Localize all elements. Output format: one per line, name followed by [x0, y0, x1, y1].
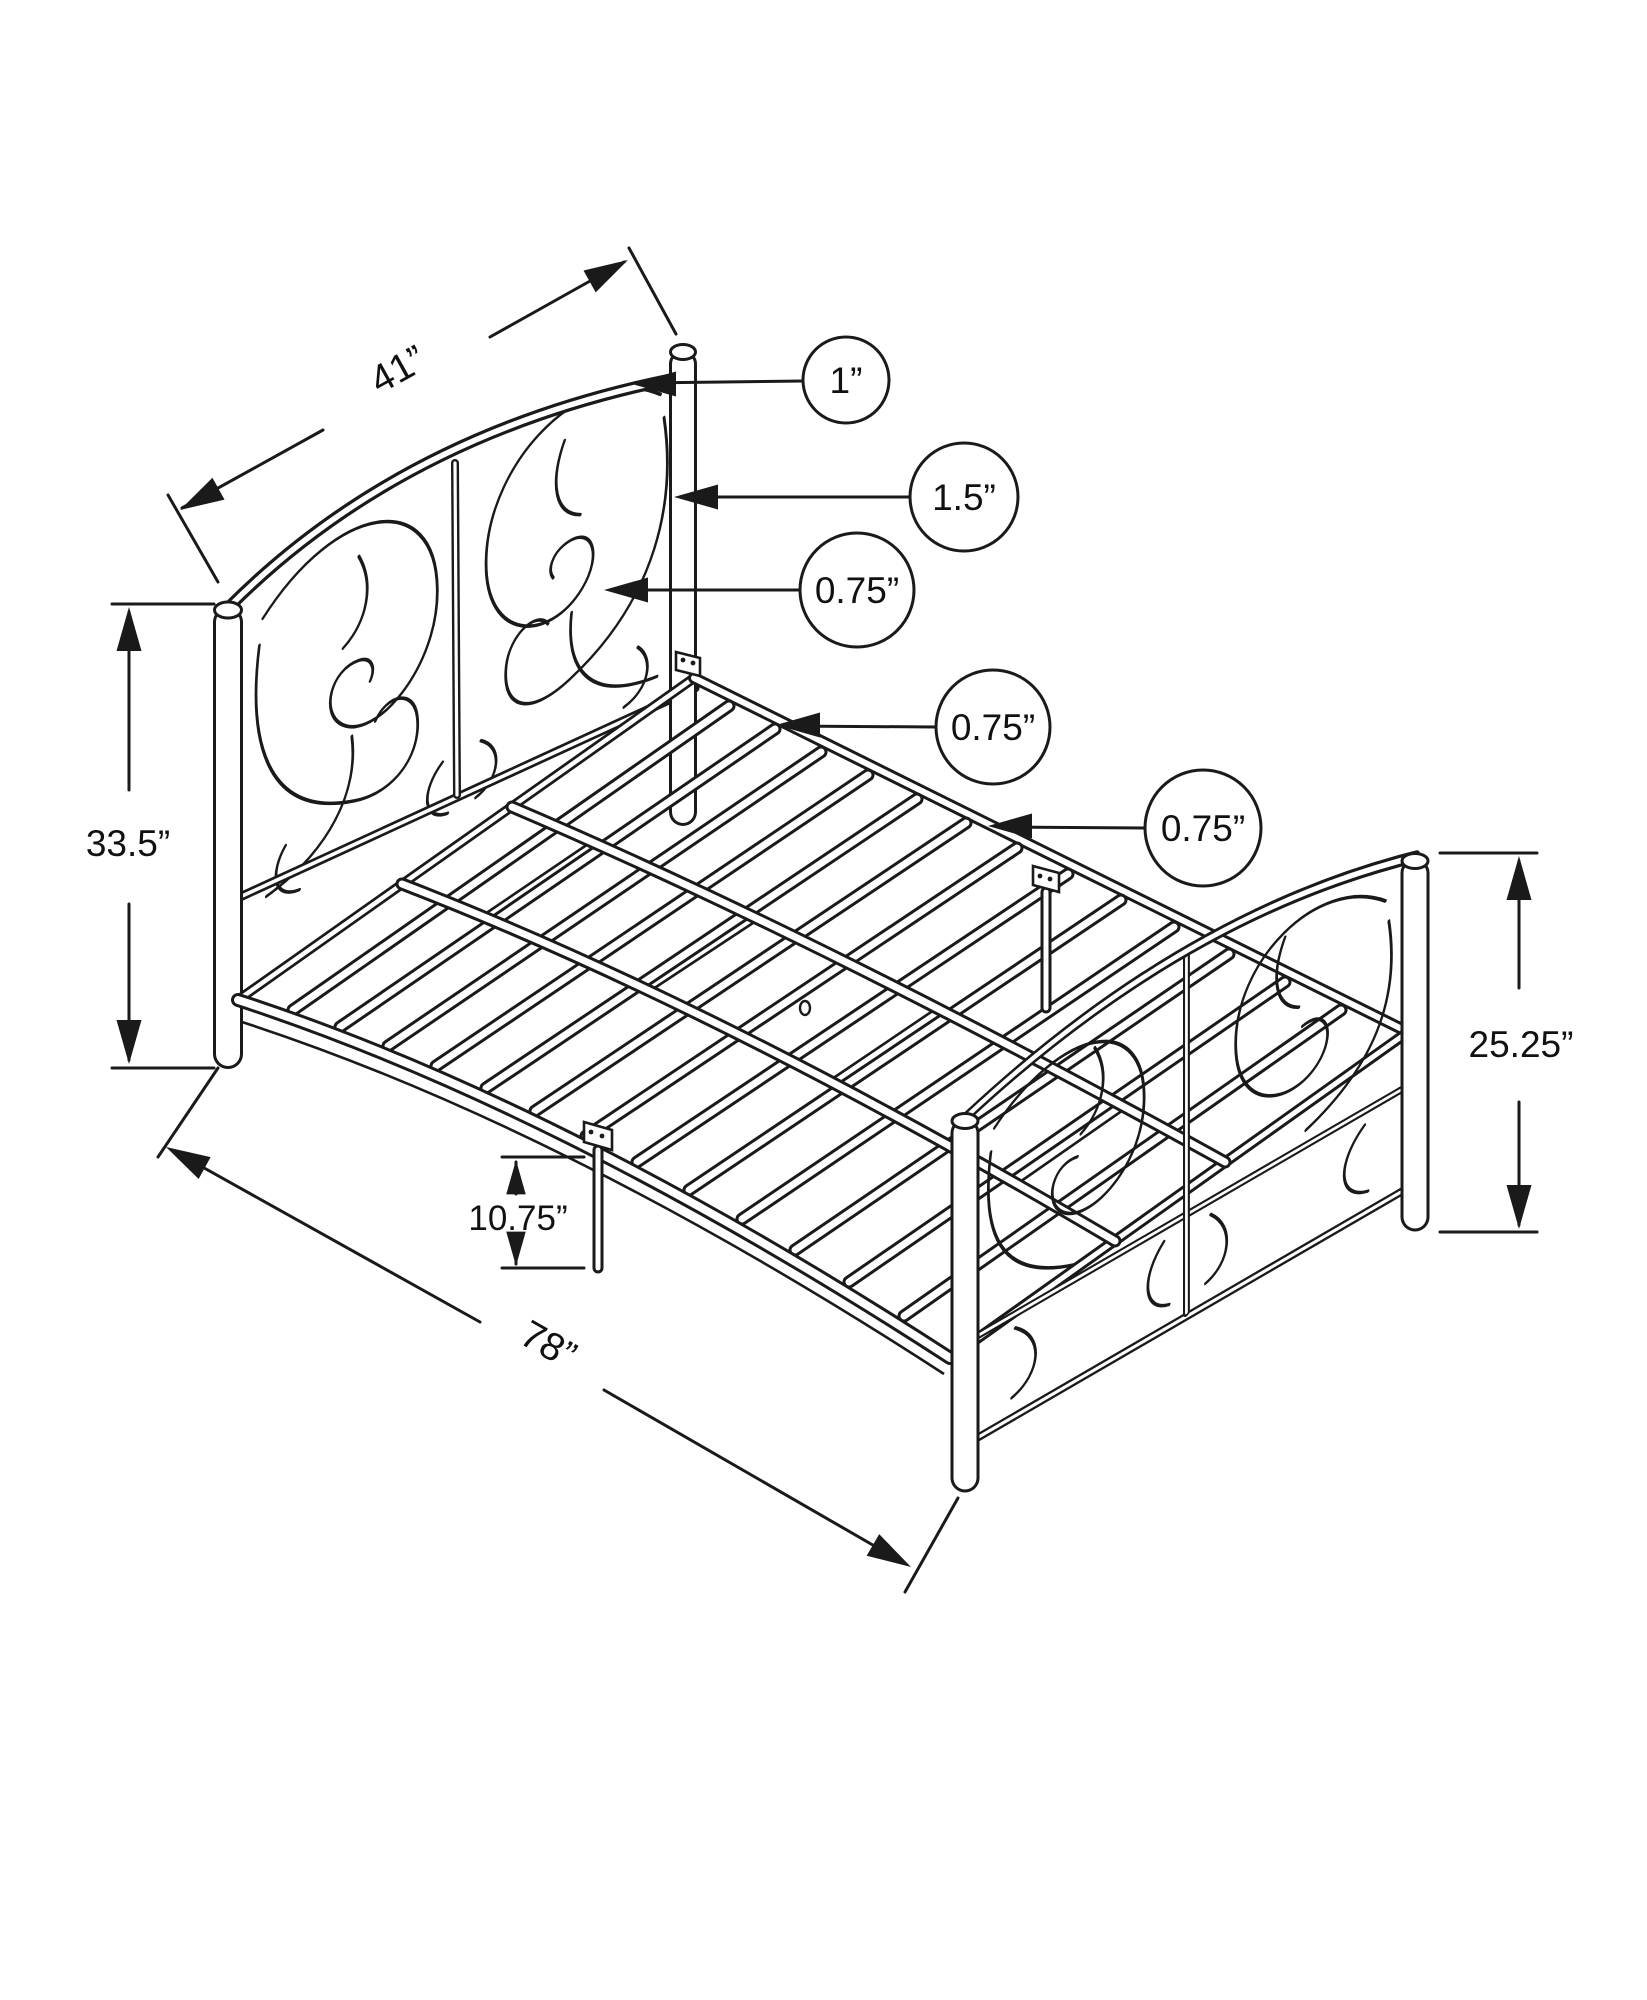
callout-post-diameter: 1.5”: [674, 441, 1020, 553]
callout-slat-diameter: 0.75”: [988, 768, 1263, 888]
headboard-top-rail: [222, 374, 674, 614]
dimension-under-bed-clearance: 10.75”: [468, 1155, 586, 1270]
footboard-front-post-cap: [950, 1112, 980, 1130]
left-post-cap: [213, 600, 243, 620]
slat-deck: [231, 650, 1414, 1376]
headboard-height-label: 33.5”: [86, 823, 170, 864]
dimension-headboard-height: 33.5”: [86, 602, 216, 1070]
callout-scroll-diameter: 0.75”: [604, 531, 916, 649]
callout-top-rail-diameter: 1”: [632, 335, 891, 425]
scroll-diameter-label: 0.75”: [815, 570, 899, 611]
dimension-footboard-height: 25.25”: [1438, 851, 1574, 1234]
post-diameter-label: 1.5”: [932, 477, 996, 518]
headboard-scrollwork: [254, 386, 669, 899]
dimension-headboard-width: 41”: [166, 246, 678, 584]
center-support-leg-near: [582, 1120, 614, 1274]
slat-diameter-label: 0.75”: [1161, 808, 1245, 849]
footboard: [950, 850, 1430, 1493]
center-support-leg-far: [1031, 864, 1061, 1014]
right-post-cap: [669, 343, 697, 361]
under-bed-clearance-label: 10.75”: [468, 1199, 567, 1238]
side-rail-diameter-label: 0.75”: [951, 707, 1035, 748]
callout-side-rail-diameter: 0.75”: [776, 668, 1052, 786]
center-peg: [798, 999, 812, 1017]
top-rail-diameter-label: 1”: [830, 360, 863, 401]
bed-length-label: 78”: [513, 1313, 583, 1378]
footboard-height-label: 25.25”: [1469, 1024, 1574, 1065]
support-rails: [395, 800, 1232, 1248]
footboard-back-post-cap: [1400, 852, 1430, 870]
headboard-width-label: 41”: [363, 338, 433, 403]
footboard-scrollwork: [959, 850, 1420, 1446]
